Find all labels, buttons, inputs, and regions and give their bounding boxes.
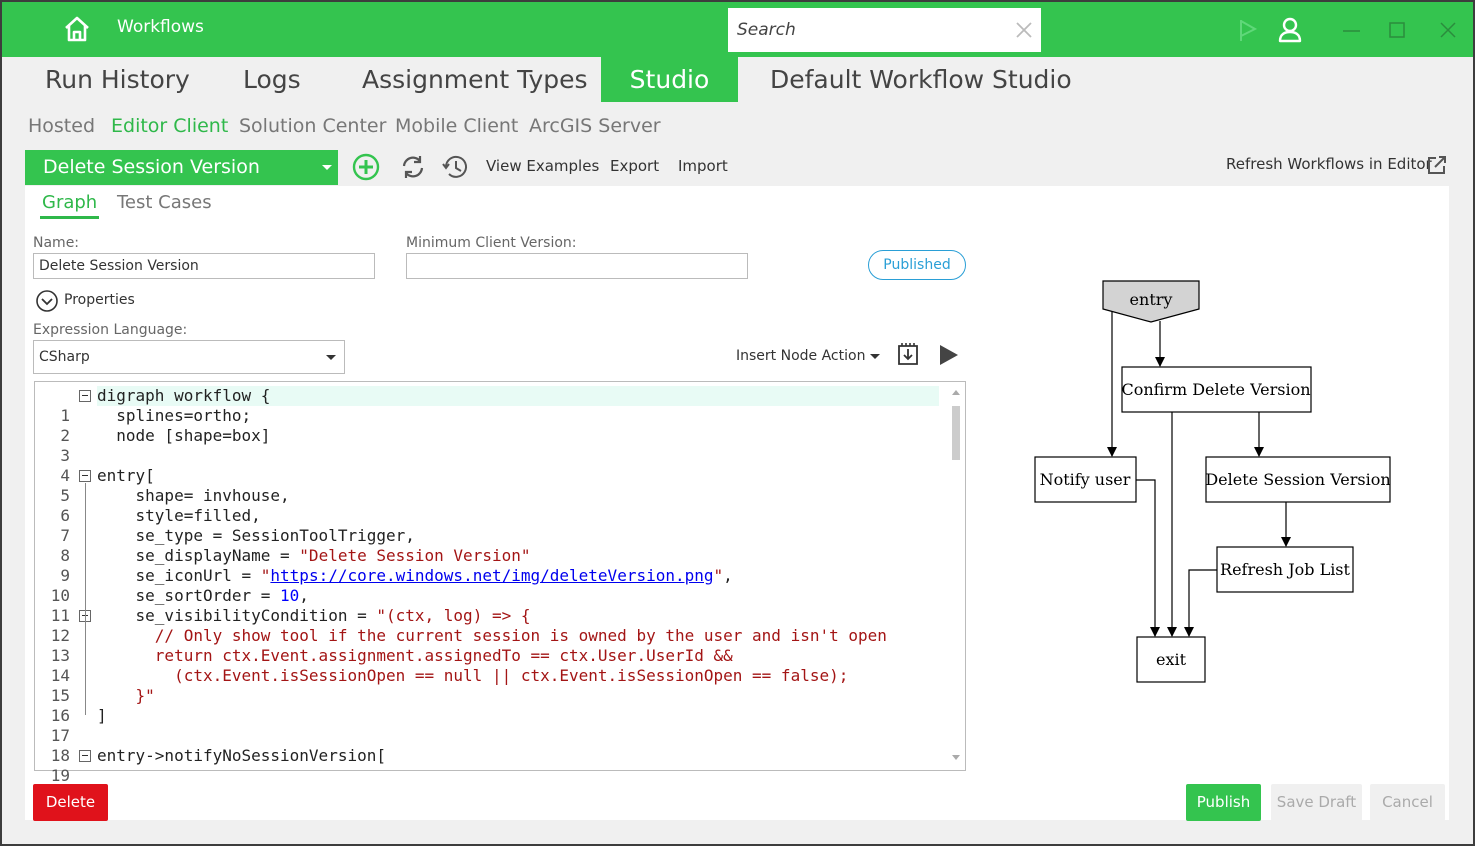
tab-run-history[interactable]: Run History xyxy=(45,65,190,94)
home-icon[interactable] xyxy=(62,14,92,44)
fold-toggle-icon[interactable] xyxy=(79,390,91,402)
app-title: Workflows xyxy=(117,17,204,37)
view-examples-link[interactable]: View Examples xyxy=(486,157,600,175)
scroll-up-icon[interactable] xyxy=(951,388,961,396)
code-line: 10 se_iconUrl = "https://core.windows.ne… xyxy=(50,566,733,605)
publish-button[interactable]: Publish xyxy=(1186,784,1261,821)
min-client-version-field[interactable] xyxy=(406,253,748,279)
code-line: 4 xyxy=(60,466,70,485)
main-tabs: Run History Logs Assignment Types Studio… xyxy=(2,57,1473,102)
tab-default-workflow-studio[interactable]: Default Workflow Studio xyxy=(770,65,1072,94)
code-line: 8 se_type = SessionToolTrigger, xyxy=(60,526,415,565)
workflow-select[interactable]: Delete Session Version xyxy=(25,150,338,185)
save-draft-button[interactable]: Save Draft xyxy=(1271,784,1362,821)
chevron-down-icon xyxy=(322,165,332,170)
export-link[interactable]: Export xyxy=(610,157,660,175)
code-line: 2 splines=ortho; xyxy=(60,406,252,445)
close-icon[interactable] xyxy=(1013,19,1035,41)
workflow-select-label: Delete Session Version xyxy=(43,156,260,178)
expression-language-value: CSharp xyxy=(39,349,90,365)
code-line: 11 se_sortOrder = 10, xyxy=(50,586,309,625)
properties-toggle[interactable]: Properties xyxy=(64,292,135,308)
tab-graph[interactable]: Graph xyxy=(40,192,100,219)
history-icon[interactable] xyxy=(440,152,470,182)
tab-test-cases[interactable]: Test Cases xyxy=(117,192,212,213)
code-line: 16 }" xyxy=(50,686,155,725)
delete-button[interactable]: Delete xyxy=(33,784,108,821)
code-line: 3 node [shape=box] xyxy=(60,426,271,465)
chevron-down-circle-icon[interactable] xyxy=(35,289,59,313)
tab-mobile-client[interactable]: Mobile Client xyxy=(395,115,519,137)
editor-scrollbar[interactable] xyxy=(947,382,965,770)
insert-node-action-dropdown[interactable]: Insert Node Action xyxy=(736,348,866,364)
expression-language-select[interactable]: CSharp xyxy=(33,340,345,374)
maximize-icon[interactable] xyxy=(1384,16,1412,44)
sync-icon[interactable] xyxy=(398,152,428,182)
editor-panel: Graph Test Cases Name: Minimum Client Ve… xyxy=(25,186,1449,821)
code-line: 13 // Only show tool if the current sess… xyxy=(50,626,887,665)
fold-toggle-icon[interactable] xyxy=(79,470,91,482)
search-box xyxy=(728,8,1041,52)
external-link-icon[interactable] xyxy=(1426,154,1448,176)
code-line: 14 return ctx.Event.assignment.assignedT… xyxy=(50,646,733,685)
code-line: 12 se_visibilityCondition = "(ctx, log) … xyxy=(50,606,531,645)
import-link[interactable]: Import xyxy=(678,157,728,175)
title-bar: Workflows xyxy=(2,2,1473,57)
min-client-version-label: Minimum Client Version: xyxy=(406,235,577,251)
code-line: 7 style=filled, xyxy=(60,506,261,545)
tab-hosted[interactable]: Hosted xyxy=(28,115,96,137)
add-icon[interactable] xyxy=(351,152,381,182)
window-close-icon[interactable] xyxy=(1434,16,1462,44)
minimize-icon[interactable] xyxy=(1338,16,1366,44)
status-badge: Published xyxy=(868,250,966,280)
fold-toggle-icon[interactable] xyxy=(79,750,91,762)
refresh-workflows-link[interactable]: Refresh Workflows in Editor xyxy=(1226,155,1432,173)
icon-url-link[interactable]: https://core.windows.net/img/deleteVersi… xyxy=(270,566,714,585)
code-line: 6 shape= invhouse, xyxy=(60,486,290,525)
tab-logs[interactable]: Logs xyxy=(243,65,301,94)
code-editor[interactable]: 1 digraph workflow { 2 splines=ortho; 3 … xyxy=(34,381,966,785)
search-input[interactable] xyxy=(728,8,1008,52)
name-field[interactable] xyxy=(33,253,375,279)
user-icon[interactable] xyxy=(1276,16,1304,44)
flag-icon[interactable] xyxy=(1232,16,1260,44)
code-line: 18 xyxy=(50,746,70,765)
code-line: 9 se_displayName = "Delete Session Versi… xyxy=(60,546,531,585)
code-line: 19 entry->notifyNoSessionVersion[ xyxy=(50,746,386,785)
tab-studio[interactable]: Studio xyxy=(601,57,738,102)
scrollbar-thumb[interactable] xyxy=(952,406,960,460)
download-icon[interactable] xyxy=(894,340,922,368)
fold-guide xyxy=(85,483,86,715)
scroll-down-icon[interactable] xyxy=(951,754,961,762)
code-line: 17 ] xyxy=(50,706,107,745)
tab-arcgis-server[interactable]: ArcGIS Server xyxy=(529,115,661,137)
play-icon[interactable] xyxy=(936,343,960,367)
code-line: 15 (ctx.Event.isSessionOpen == null || c… xyxy=(50,666,849,705)
code-line: 1 digraph workflow { xyxy=(35,386,965,425)
chevron-down-icon xyxy=(870,354,880,359)
chevron-down-icon xyxy=(326,355,336,360)
name-label: Name: xyxy=(33,235,80,251)
tab-solution-center[interactable]: Solution Center xyxy=(239,115,387,137)
cancel-button[interactable]: Cancel xyxy=(1370,784,1445,821)
expression-language-label: Expression Language: xyxy=(33,322,188,338)
tab-editor-client[interactable]: Editor Client xyxy=(111,115,229,137)
tab-assignment-types[interactable]: Assignment Types xyxy=(362,65,588,94)
code-line: 5 entry[ xyxy=(60,466,155,505)
